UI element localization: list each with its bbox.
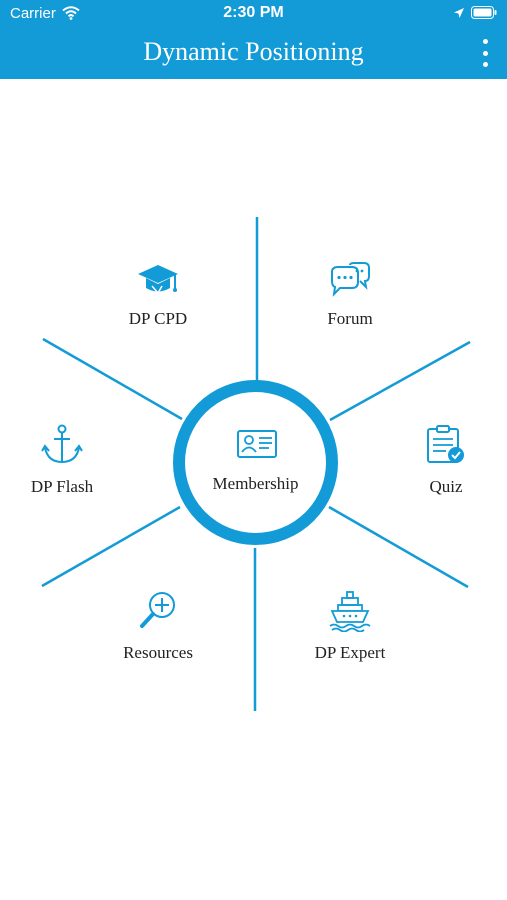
- forum-label: Forum: [327, 309, 373, 328]
- spoke-lower-right: [328, 505, 469, 589]
- resources-button[interactable]: Resources: [88, 590, 228, 663]
- dp-flash-button[interactable]: DP Flash: [0, 424, 132, 497]
- status-bar: Carrier 2:30 PM: [0, 0, 507, 27]
- dp-cpd-label: DP CPD: [128, 309, 188, 328]
- battery-icon: [471, 6, 497, 24]
- quiz-button[interactable]: Quiz: [376, 424, 507, 497]
- app-bar: Dynamic Positioning: [0, 27, 507, 79]
- page-title: Dynamic Positioning: [143, 37, 364, 66]
- more-vertical-icon: [482, 39, 488, 44]
- ship-icon: [280, 590, 420, 637]
- membership-button[interactable]: Membership: [173, 380, 338, 545]
- more-options-button[interactable]: [475, 39, 495, 67]
- forum-button[interactable]: Forum: [280, 262, 420, 329]
- dp-flash-label: DP Flash: [30, 477, 94, 496]
- clock-label: 2:30 PM: [223, 4, 284, 21]
- chat-bubbles-icon: [280, 262, 420, 303]
- spoke-lower-left: [41, 505, 181, 588]
- dp-expert-label: DP Expert: [314, 643, 386, 662]
- wifi-icon: [62, 6, 80, 25]
- anchor-icon: [0, 424, 132, 471]
- quiz-label: Quiz: [429, 477, 463, 496]
- carrier-label: Carrier: [10, 5, 56, 22]
- clipboard-check-icon: [376, 424, 507, 471]
- membership-label: Membership: [212, 474, 299, 493]
- graduation-cap-icon: [88, 262, 228, 303]
- more-vertical-icon-dot: [482, 62, 488, 67]
- dp-cpd-button[interactable]: DP CPD: [88, 262, 228, 329]
- magnifier-plus-icon: [88, 590, 228, 637]
- spoke-upper-left: [42, 337, 183, 421]
- resources-label: Resources: [123, 643, 193, 662]
- spoke-upper-right: [329, 340, 471, 422]
- more-vertical-icon-dot: [482, 50, 488, 56]
- id-card-icon: [237, 430, 277, 463]
- status-right: [453, 6, 497, 24]
- location-arrow-icon: [453, 6, 465, 24]
- dp-expert-button[interactable]: DP Expert: [280, 590, 420, 663]
